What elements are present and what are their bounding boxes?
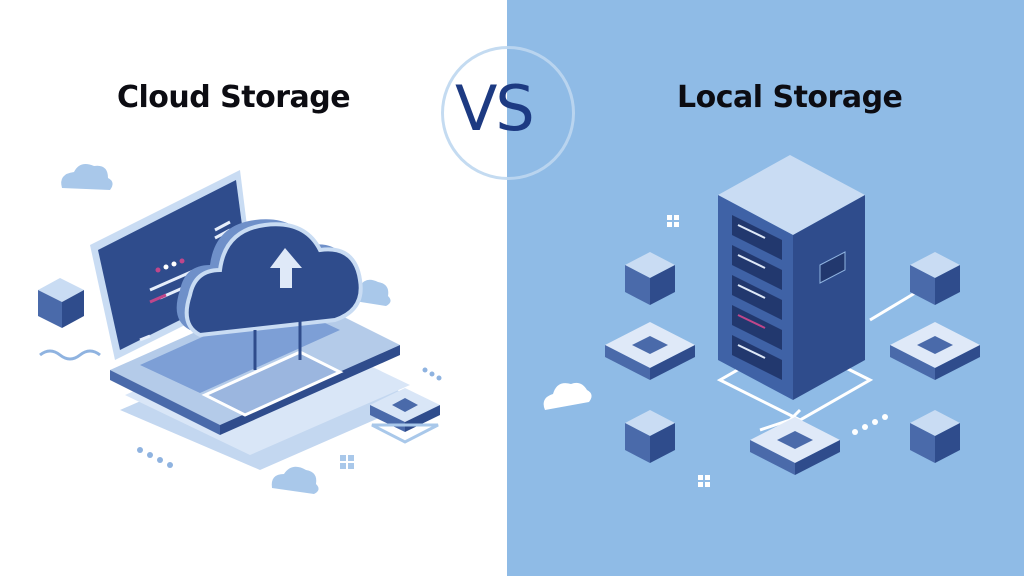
grid-icon [340,455,354,469]
router-icon [605,322,695,380]
cloud-storage-heading: Cloud Storage [117,80,351,115]
cube-icon [910,252,960,305]
vs-label: VS [455,72,535,145]
cube-icon [38,278,84,328]
cube-icon [625,410,675,463]
vs-circle [441,46,575,180]
server-rack-icon [718,155,865,400]
cloud-upload-icon [176,219,363,338]
grid-icon [667,215,710,487]
cloud-icon [543,382,592,410]
cube-icon [625,252,675,305]
router-icon [890,322,980,380]
cube-icon [910,410,960,463]
small-device-icon [370,388,440,444]
local-storage-heading: Local Storage [677,80,903,115]
router-icon [750,417,840,475]
wave-decoration [39,349,101,361]
